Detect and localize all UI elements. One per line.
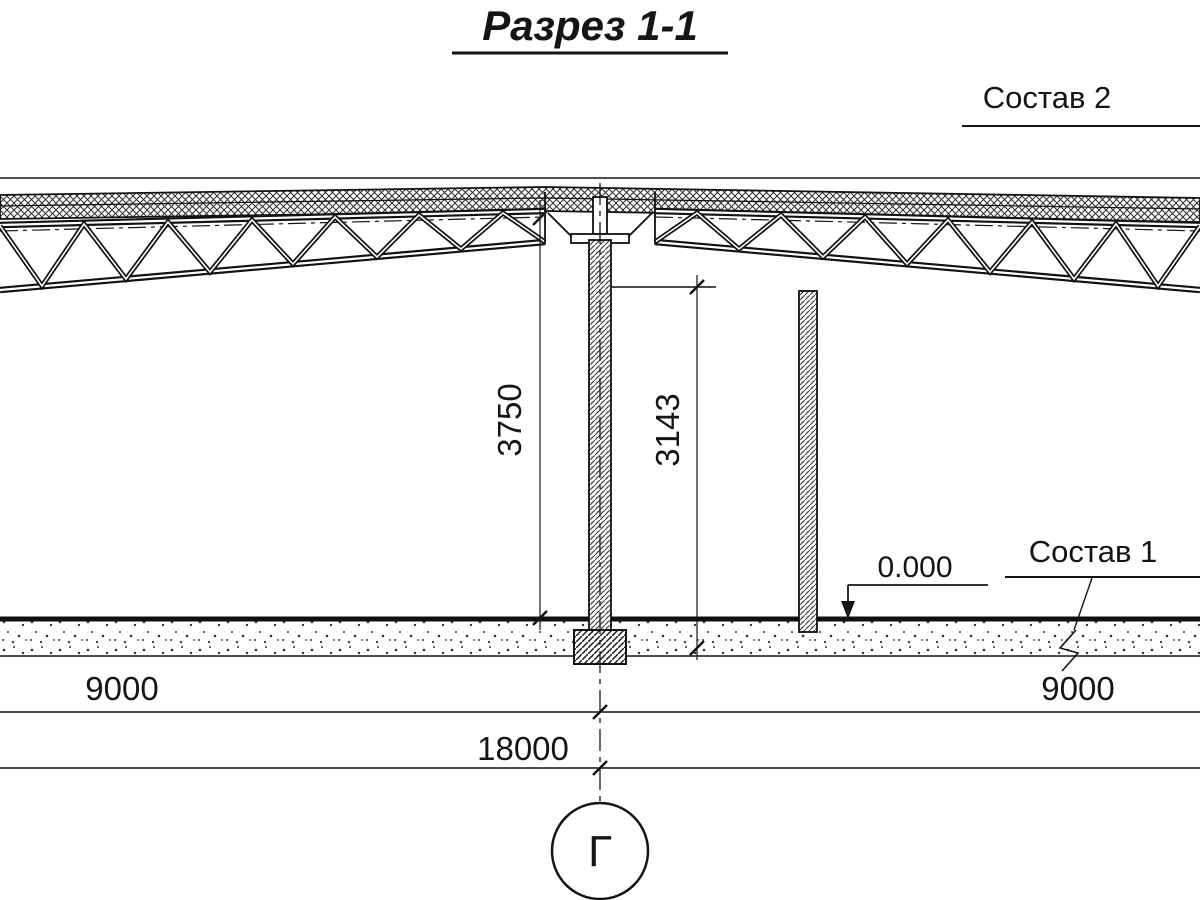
floor-composition-leader [1073, 577, 1093, 631]
roof-axis-right [654, 216, 1200, 232]
floor-composition-label: Состав 1 [1029, 534, 1158, 569]
truss-left-bottom-chord-inner [0, 240, 546, 292]
axis-bubble: Г [550, 801, 650, 900]
partition-wall-body [798, 290, 818, 633]
dimension-row-spans: 9000 9000 [0, 670, 1200, 720]
truss-right-diagonals-inner [654, 211, 1200, 288]
truss-right [653, 207, 1200, 294]
roof-axis-left [0, 216, 546, 232]
ridge-left-brace [547, 212, 572, 237]
truss-left-top-chord-inner [0, 209, 546, 227]
dim-3143-tick-top [689, 279, 705, 295]
truss-left [0, 207, 547, 294]
floor-composition-callout: Состав 1 [1005, 534, 1200, 672]
axis-bubble-circle [550, 801, 650, 900]
dim-3143-value: 3143 [649, 393, 686, 466]
drawing-title: Разрез 1-1 [482, 2, 698, 49]
roof-composition-callout: Состав 2 [962, 80, 1200, 127]
level-mark: 0.000 [841, 551, 988, 619]
title-block: Разрез 1-1 [452, 2, 728, 55]
total-span-value: 18000 [477, 730, 569, 767]
ridge-right-brace [628, 212, 653, 237]
truss-right-top-chord-inner [654, 209, 1200, 227]
span-left-value: 9000 [85, 670, 158, 707]
dim-3750-tick-bottom [532, 610, 548, 626]
truss-right-bottom-chord-inner [654, 240, 1200, 292]
level-mark-value: 0.000 [877, 551, 952, 584]
axis-letter: Г [588, 827, 612, 876]
dim-3750-value: 3750 [491, 383, 528, 456]
roof-composition-label: Состав 2 [983, 80, 1112, 115]
dim-3750-tick-top [532, 210, 548, 226]
partition-wall [798, 290, 818, 633]
dimension-3750: 3750 [491, 200, 548, 630]
dim-3143-tick-bottom [689, 640, 705, 656]
level-mark-arrow [841, 601, 855, 619]
slab-break-mark [1058, 629, 1080, 672]
span-right-value: 9000 [1041, 670, 1114, 707]
dimension-3143: 3143 [649, 275, 705, 660]
truss-left-diagonals-inner [0, 211, 546, 288]
